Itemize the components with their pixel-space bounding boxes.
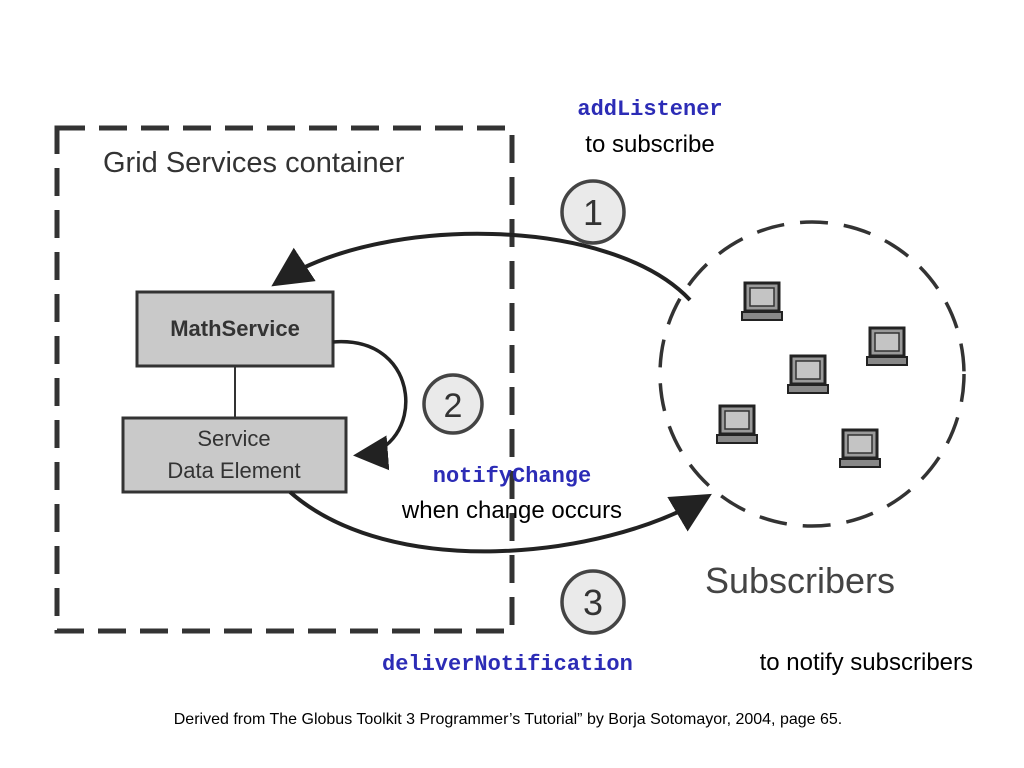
subscriber-computer-icon	[715, 404, 759, 445]
notify-change-annotation: notifyChange when change occurs	[401, 464, 622, 524]
subscriber-computer-icon	[838, 428, 882, 469]
notify-change-description: when change occurs	[401, 497, 622, 524]
step-1-number: 1	[583, 192, 603, 233]
add-listener-method: addListener	[577, 97, 722, 122]
step-3-number: 3	[583, 582, 603, 623]
deliver-notification-method: deliverNotification	[382, 652, 633, 677]
notify-change-method: notifyChange	[433, 464, 591, 489]
deliver-notification-description: to notify subscribers	[760, 649, 973, 676]
add-listener-description: to subscribe	[585, 131, 714, 158]
subscriber-computer-icon	[865, 326, 909, 367]
service-data-element-box: Service Data Element	[121, 416, 348, 494]
subscribers-label: Subscribers	[705, 560, 895, 601]
subscriber-computer-icon	[786, 354, 830, 395]
deliver-notification-annotation: deliverNotification to notify subscriber…	[382, 649, 973, 677]
step-2-badge: 2	[422, 373, 484, 435]
subscribe-arrow	[271, 231, 692, 302]
deliver-notification-arrow	[288, 490, 712, 554]
step-3-badge: 3	[560, 569, 626, 635]
math-service-label: MathService	[170, 316, 300, 341]
sde-label-line1: Service	[197, 426, 270, 451]
math-service-box: MathService	[135, 290, 335, 368]
step-2-number: 2	[444, 387, 463, 425]
subscriber-computer-icon	[740, 281, 784, 322]
add-listener-annotation: addListener to subscribe	[577, 97, 722, 158]
step-1-badge: 1	[560, 179, 626, 245]
grid-services-container: Grid Services container	[54, 125, 515, 634]
source-citation: Derived from The Globus Toolkit 3 Progra…	[174, 711, 842, 728]
subscribers-group: Subscribers	[658, 220, 966, 601]
notify-change-arrow	[332, 340, 408, 471]
container-label: Grid Services container	[103, 147, 405, 179]
sde-label-line2: Data Element	[167, 458, 300, 483]
